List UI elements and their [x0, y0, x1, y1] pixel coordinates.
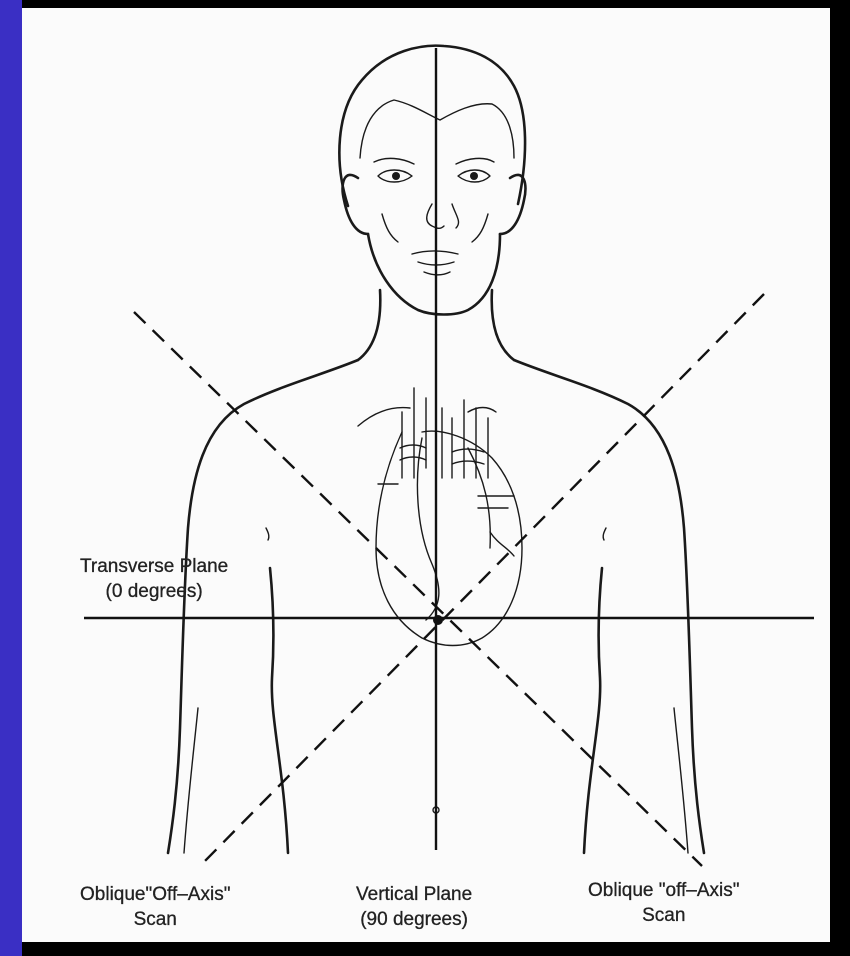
diagram-canvas: Transverse Plane (0 degrees) Oblique"Off…	[22, 8, 830, 942]
transverse-plane-title: Transverse Plane	[80, 554, 228, 579]
scan-planes-diagram	[22, 8, 830, 942]
intersection-point	[433, 615, 443, 625]
oblique-right-title: Oblique "off–Axis"	[588, 878, 740, 903]
vertical-plane-title: Vertical Plane	[356, 882, 472, 907]
vertical-plane-label: Vertical Plane (90 degrees)	[356, 882, 472, 932]
transverse-plane-label: Transverse Plane (0 degrees)	[80, 554, 228, 604]
heart-illustration-icon	[358, 388, 522, 646]
vertical-plane-degrees: (90 degrees)	[356, 907, 472, 932]
oblique-right-dashed-line	[200, 294, 764, 866]
oblique-left-label: Oblique"Off–Axis" Scan	[80, 882, 230, 932]
oblique-right-subtitle: Scan	[588, 903, 740, 928]
oblique-left-title: Oblique"Off–Axis"	[80, 882, 230, 907]
oblique-left-subtitle: Scan	[80, 907, 230, 932]
transverse-plane-degrees: (0 degrees)	[80, 579, 228, 604]
accent-bar	[0, 0, 22, 956]
oblique-right-label: Oblique "off–Axis" Scan	[588, 878, 740, 928]
